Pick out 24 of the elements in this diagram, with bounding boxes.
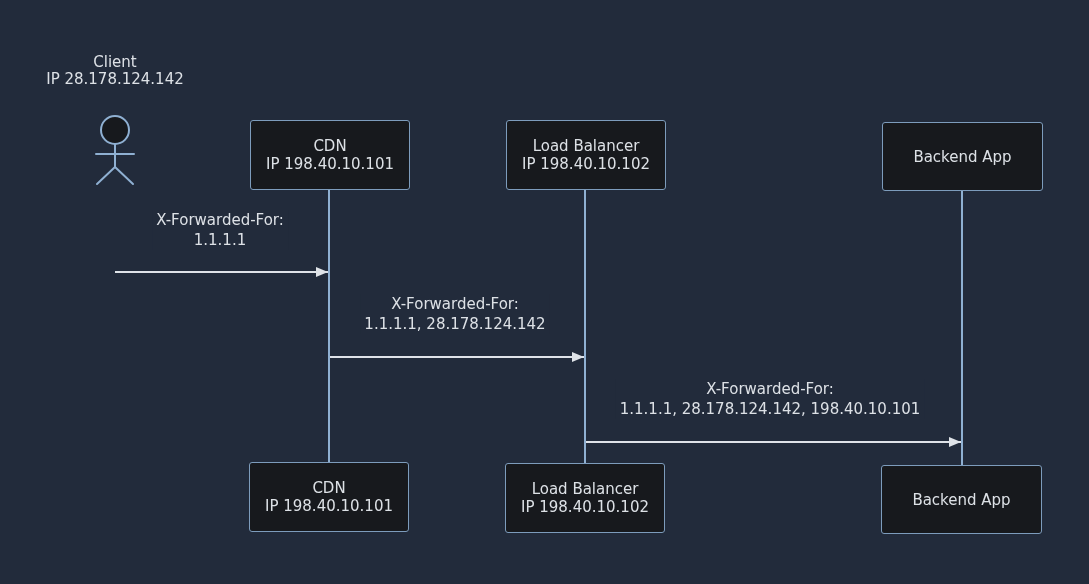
participant-name: Load Balancer [532, 137, 640, 155]
ip-address: IP 28.178.124.142 [46, 71, 184, 88]
participant-box [506, 120, 666, 190]
participant-name: Client [93, 54, 137, 71]
ip-address: IP 198.40.10.102 [521, 498, 649, 516]
participant-name: Load Balancer [531, 480, 639, 498]
lifeline [961, 191, 963, 465]
message-arrow [114, 267, 329, 277]
participant-name: Backend App [912, 490, 1011, 509]
lifeline [328, 190, 330, 462]
message-arrow [329, 352, 585, 362]
ip-address: IP 198.40.10.101 [265, 497, 393, 515]
ip-address: IP 198.40.10.101 [266, 155, 394, 173]
participant-box [249, 462, 409, 532]
lifeline [584, 190, 586, 463]
ip-address: IP 198.40.10.102 [522, 155, 650, 173]
message-arrow [585, 437, 962, 447]
participant-box [881, 465, 1042, 534]
participant-box [505, 463, 665, 533]
participant-name: CDN [313, 137, 347, 155]
participant-box [250, 120, 410, 190]
participant-box [882, 122, 1043, 191]
participant-name: CDN [312, 479, 346, 497]
participant-name: Backend App [913, 147, 1012, 166]
